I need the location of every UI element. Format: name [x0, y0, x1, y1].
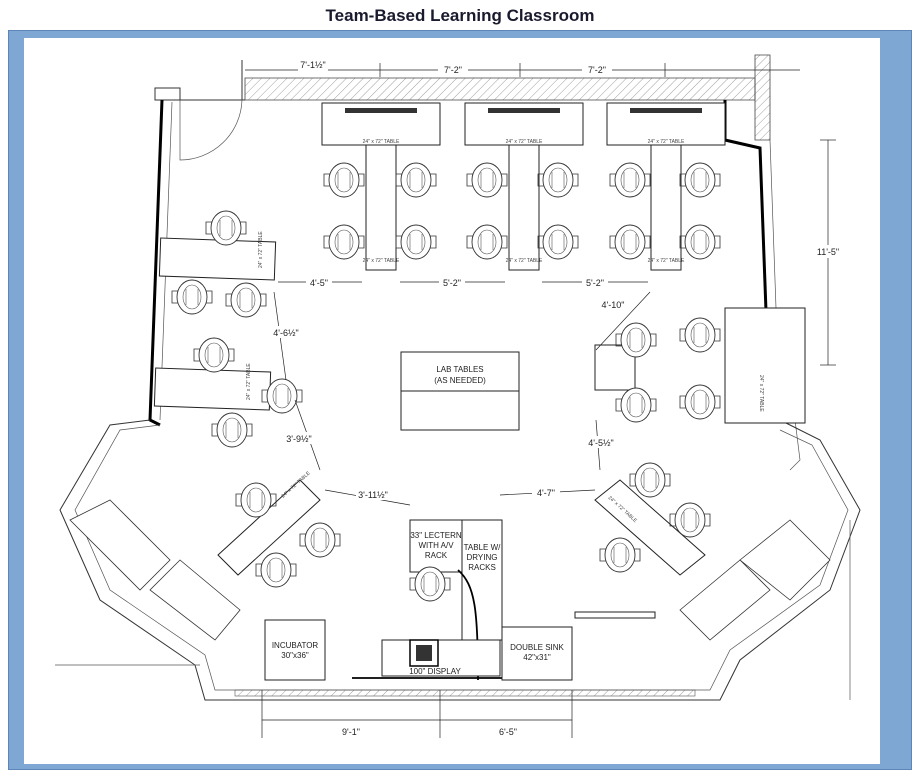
incubator-label: INCUBATOR	[272, 641, 319, 650]
dimension-left-side-2: 3'-9½"	[286, 434, 311, 444]
incubator-size: 30"x36"	[281, 651, 309, 660]
table-size-label: 24" x 72" TABLE	[246, 363, 252, 400]
dimension-top-mid: 7'-2"	[444, 65, 462, 75]
dimension-top-left: 7'-1½"	[300, 60, 325, 70]
dimension-bottom-right: 6'-5"	[499, 727, 517, 737]
table-size-label: 24" x 72" TABLE	[258, 231, 264, 268]
dimension-lines: 7'-1½" 7'-2" 7'-2" 11'-5" 4'-5" 5'-2" 5'…	[245, 58, 846, 738]
right-table-pods: 24" x 72" TABLE	[594, 307, 806, 424]
lectern-label-2: WITH A/V	[418, 541, 454, 550]
dimension-row-gap-2: 5'-2"	[586, 278, 604, 288]
lectern-area: 33" LECTERN WITH A/V RACK TABLE W/ DRYIN…	[409, 519, 503, 681]
bottom-equipment: INCUBATOR 30"x36" 100" DISPLAY DOUBLE SI…	[264, 611, 656, 681]
dimension-center-left: 3'-11½"	[358, 490, 388, 500]
lectern-label: 33" LECTERN	[410, 531, 462, 540]
table-size-label: 24" x 72" TABLE	[648, 139, 685, 145]
drying-table-label: TABLE W/	[464, 543, 502, 552]
table-size-label: 24" x 72" TABLE	[506, 258, 543, 264]
table-size-label: 24" x 72" TABLE	[758, 375, 764, 412]
page-title: Team-Based Learning Classroom	[325, 6, 595, 25]
table-size-label: 24" x 72" TABLE	[363, 258, 400, 264]
table-size-label: 24" x 72" TABLE	[506, 139, 543, 145]
dimension-right-side: 4'-5½"	[588, 438, 613, 448]
left-table-pods: 24" x 72" TABLE 24" x 72" TABLE	[153, 210, 303, 448]
lectern-label-3: RACK	[425, 551, 448, 560]
lab-tables-label: LAB TABLES	[436, 365, 483, 374]
dimension-right-gap: 4'-10"	[602, 300, 625, 310]
drying-table-label-2: DRYING	[467, 553, 498, 562]
lower-left-table-pod: 24" x 72" TABLE	[217, 470, 341, 588]
dimension-center-right: 4'-7"	[537, 488, 555, 498]
double-sink-size: 42"x31"	[523, 653, 551, 662]
dimension-left-side-1: 4'-6½"	[273, 328, 298, 338]
drying-table-label-3: RACKS	[468, 563, 496, 572]
dimension-top-right: 7'-2"	[588, 65, 606, 75]
dimension-bottom-left: 9'-1"	[342, 727, 360, 737]
display-label: 100" DISPLAY	[409, 667, 461, 676]
table-size-label: 24" x 72" TABLE	[648, 258, 685, 264]
top-table-rows: 24" x 72" TABLE 24" x 72" TABLE 24" x 72…	[321, 102, 726, 271]
double-sink-label: DOUBLE SINK	[510, 643, 564, 652]
lab-tables: LAB TABLES (AS NEEDED)	[400, 351, 520, 431]
dimension-row-gap-1: 5'-2"	[443, 278, 461, 288]
table-size-label: 24" x 72" TABLE	[363, 139, 400, 145]
dimension-left-gap: 4'-5"	[310, 278, 328, 288]
lower-right-table-pod: 24" x 72" TABLE	[594, 462, 711, 576]
lab-tables-sublabel: (AS NEEDED)	[434, 376, 486, 385]
dimension-right-height: 11'-5"	[817, 247, 839, 257]
